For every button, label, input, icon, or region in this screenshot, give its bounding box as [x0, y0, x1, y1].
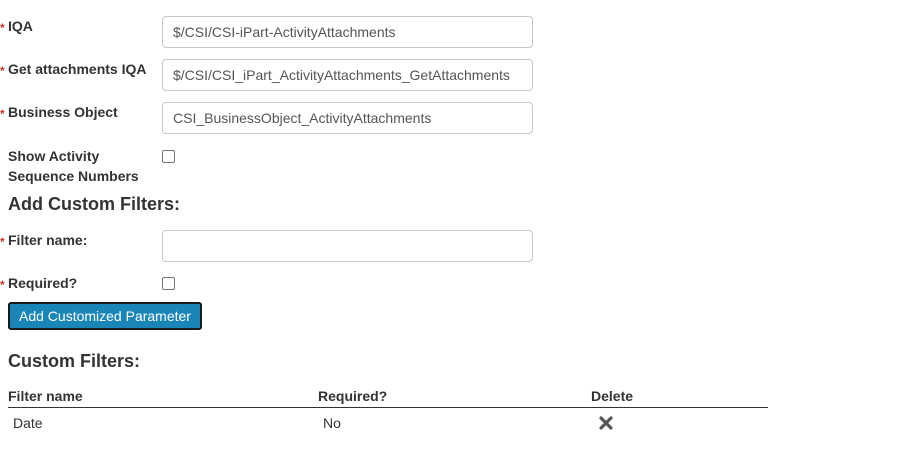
- required-marker: *: [0, 21, 5, 35]
- required-marker: *: [0, 278, 5, 292]
- table-header-divider: [8, 407, 768, 408]
- filter-name-input[interactable]: [162, 230, 533, 262]
- show-sequence-label-line1: Show Activity: [8, 148, 100, 164]
- required-marker: *: [0, 64, 5, 78]
- column-header-delete: Delete: [591, 388, 634, 404]
- get-attachments-iqa-label: Get attachments IQA: [8, 61, 147, 77]
- add-custom-filters-title: Add Custom Filters:: [8, 194, 181, 214]
- column-header-required: Required?: [318, 388, 388, 404]
- custom-filters-title: Custom Filters:: [8, 351, 141, 371]
- required-marker: *: [0, 235, 5, 249]
- column-header-filter-name: Filter name: [8, 388, 83, 404]
- show-sequence-label-line2: Sequence Numbers: [8, 168, 139, 184]
- row-required-cell: No: [323, 415, 341, 431]
- required-label: Required?: [8, 275, 78, 291]
- required-marker: *: [0, 107, 5, 121]
- business-object-label: Business Object: [8, 104, 118, 120]
- required-checkbox[interactable]: [162, 277, 175, 290]
- show-sequence-checkbox[interactable]: [162, 150, 175, 163]
- business-object-input[interactable]: [162, 102, 533, 134]
- iqa-input[interactable]: [162, 16, 533, 48]
- add-customized-parameter-button[interactable]: Add Customized Parameter: [8, 302, 202, 330]
- row-filter-name-cell: Date: [13, 415, 43, 431]
- close-x-icon[interactable]: [598, 415, 614, 431]
- get-attachments-iqa-input[interactable]: [162, 59, 533, 91]
- filter-name-label: Filter name:: [8, 232, 88, 248]
- iqa-label: IQA: [8, 18, 33, 34]
